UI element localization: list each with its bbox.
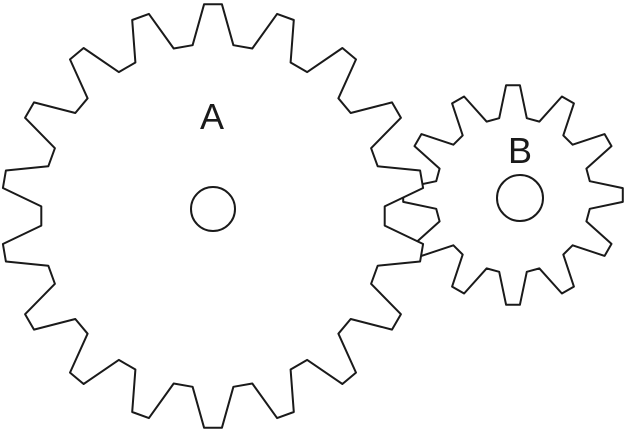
gear-b-label: B <box>508 130 532 171</box>
gear-a-label: A <box>200 96 224 137</box>
gear-b-axle-hole <box>496 174 544 222</box>
gear-b: B <box>402 84 624 306</box>
gear-a: A <box>1 3 425 429</box>
gear-a-axle-hole <box>190 186 236 232</box>
